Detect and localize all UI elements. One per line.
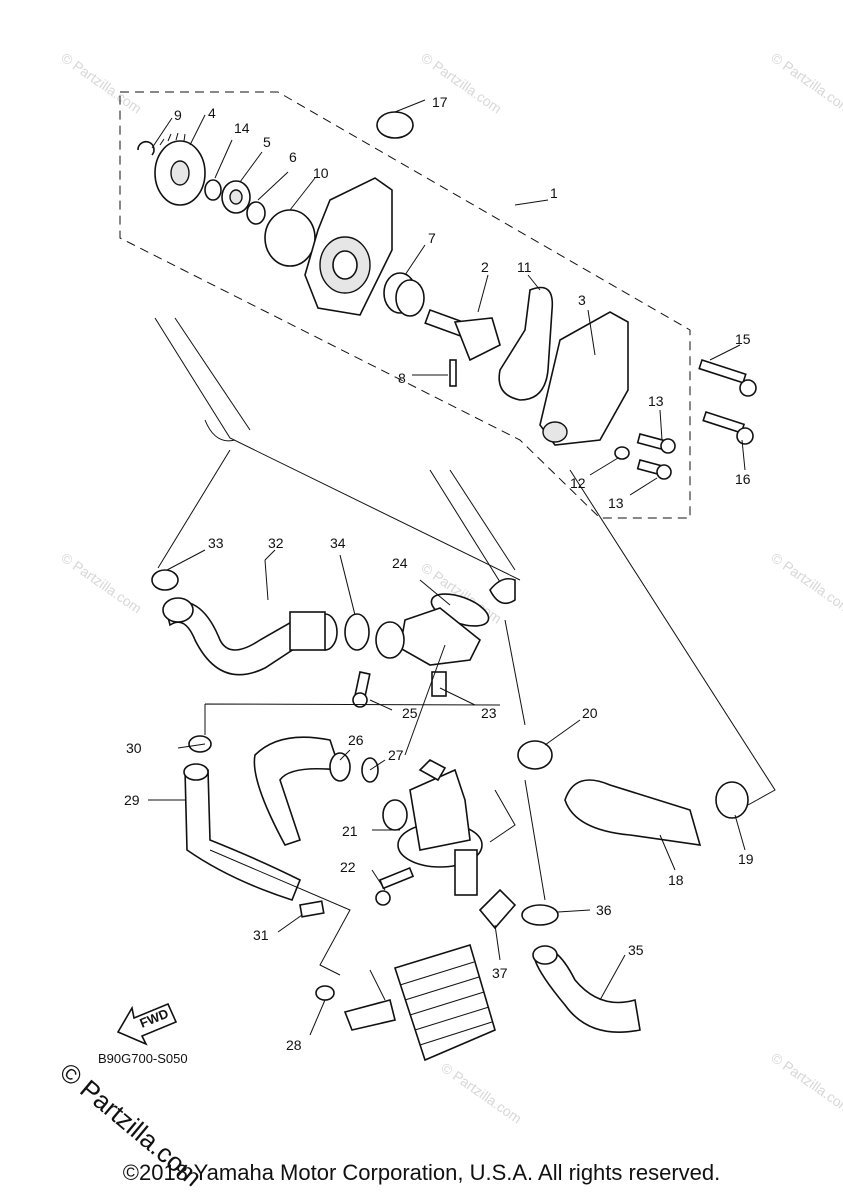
o-ring-17 (376, 111, 414, 139)
impeller-shaft-2 (424, 308, 501, 362)
callout-30: 30 (126, 740, 142, 756)
radiator (154, 317, 521, 605)
callout-13-upper: 13 (648, 393, 664, 409)
fwd-arrow: FWD (116, 1002, 178, 1046)
callout-25: 25 (402, 705, 418, 721)
pump-housing (304, 177, 393, 316)
callout-14: 14 (234, 120, 250, 136)
fitting-37 (478, 888, 517, 930)
seal-6 (246, 201, 266, 225)
copyright-notice: ©2018 Yamaha Motor Corporation, U.S.A. A… (122, 1160, 721, 1185)
oil-cooler (343, 943, 496, 1062)
clamp-28 (315, 985, 335, 1001)
watermark: © Partzilla.com (438, 1059, 524, 1126)
water-pump-assembly-outline (119, 91, 691, 519)
watermark: © Partzilla.com (768, 549, 843, 616)
gasket-11 (498, 286, 554, 401)
pin-8 (449, 359, 457, 387)
watermark: © Partzilla.com (768, 1049, 843, 1116)
callout-11: 11 (517, 259, 532, 275)
callout-7: 7 (428, 230, 436, 246)
callout-23: 23 (481, 705, 497, 721)
callout-34: 34 (330, 535, 346, 551)
clamp-33 (151, 569, 179, 591)
callout-26: 26 (348, 732, 364, 748)
callout-36: 36 (596, 902, 612, 918)
bolt-13-lower (636, 459, 672, 480)
circlip-9 (137, 140, 155, 156)
washer-14 (204, 179, 222, 201)
impeller-gear-4 (154, 132, 206, 206)
callout-5: 5 (263, 134, 271, 150)
callout-13-lower: 13 (608, 495, 624, 511)
pump-cover-3 (539, 311, 629, 446)
callout-27: 27 (388, 747, 404, 763)
callout-1: 1 (550, 185, 558, 201)
drawing-code: B90G700-S050 (98, 1051, 188, 1066)
bolt-13-upper (636, 433, 676, 454)
clamp-36 (521, 904, 559, 926)
callout-6: 6 (289, 149, 297, 165)
callout-32: 32 (268, 535, 284, 551)
callout-28: 28 (286, 1037, 302, 1053)
callout-35: 35 (628, 942, 644, 958)
thermostat-cover-23 (375, 607, 482, 697)
mechanical-seal-7 (383, 272, 425, 317)
hose-32 (162, 597, 338, 676)
callout-17: 17 (432, 94, 448, 110)
bolt-25 (352, 671, 371, 708)
callout-2: 2 (481, 259, 489, 275)
watermark: © Partzilla.com (58, 49, 144, 116)
o-ring-10 (264, 209, 316, 267)
callout-20: 20 (582, 705, 598, 721)
clamp-19 (715, 781, 749, 819)
hose-35-end (532, 945, 558, 965)
hose-18 (564, 779, 702, 846)
washer-12 (614, 446, 630, 460)
callout-31: 31 (253, 927, 269, 943)
bearing-5-bore (229, 189, 243, 205)
thermostat-housing-21 (382, 759, 483, 896)
bolt-16 (702, 410, 754, 445)
callout-4: 4 (208, 105, 216, 121)
clamp-31 (299, 900, 325, 918)
callout-37: 37 (492, 965, 508, 981)
callout-19: 19 (738, 851, 754, 867)
hose-26 (253, 736, 351, 846)
bolt-22 (375, 866, 415, 906)
leader-lines (148, 99, 776, 1036)
clamp-30 (188, 735, 212, 753)
hose-35 (534, 947, 641, 1033)
callout-18: 18 (668, 872, 684, 888)
callout-33: 33 (208, 535, 224, 551)
watermark: © Partzilla.com (768, 49, 843, 116)
clamp-20 (517, 740, 553, 770)
watermark: © Partzilla.com (58, 549, 144, 616)
callout-21: 21 (342, 823, 358, 839)
callout-numbers: 17 9 4 14 5 6 10 1 7 2 11 3 15 8 13 12 1… (124, 94, 754, 1053)
callout-10: 10 (313, 165, 329, 181)
hose-29 (183, 763, 302, 901)
callout-16: 16 (735, 471, 751, 487)
bolt-15 (698, 358, 757, 397)
callout-8: 8 (398, 370, 406, 386)
callout-22: 22 (340, 859, 356, 875)
callout-29: 29 (124, 792, 140, 808)
callout-12: 12 (570, 475, 586, 491)
callout-24: 24 (392, 555, 408, 571)
callout-15: 15 (735, 331, 751, 347)
callout-9: 9 (174, 107, 182, 123)
callout-3: 3 (578, 292, 586, 308)
clamp-34 (344, 613, 370, 651)
